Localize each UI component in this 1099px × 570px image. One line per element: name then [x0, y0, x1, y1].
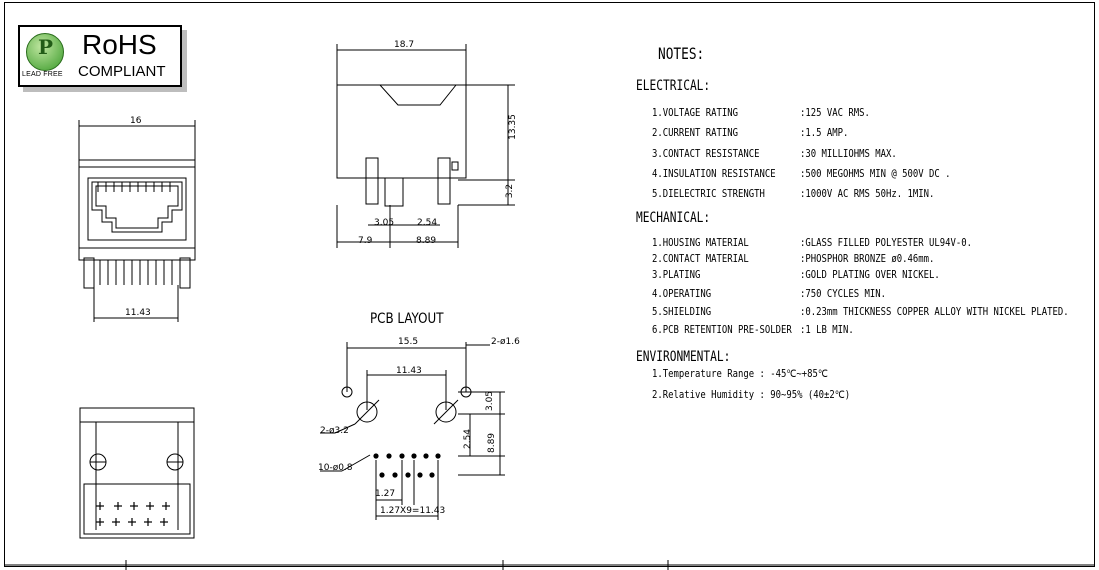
mechanical-value-3: :GOLD PLATING OVER NICKEL. [800, 269, 940, 281]
electrical-heading: ELECTRICAL: [636, 78, 711, 94]
dim-pcb-hole-0-8: 10-ø0.8 [318, 463, 353, 473]
front-view [78, 120, 196, 322]
mechanical-value-4: :750 CYCLES MIN. [800, 288, 886, 300]
dim-side-height: 13.35 [507, 114, 518, 140]
mechanical-heading: MECHANICAL: [636, 210, 711, 226]
dim-pcb-3-05: 3.05 [485, 390, 496, 412]
dim-side-7-9: 7.9 [358, 236, 373, 246]
environmental-heading: ENVIRONMENTAL: [636, 349, 731, 365]
dim-pcb-2-54: 2.54 [463, 428, 474, 450]
mechanical-label-1: 1.HOUSING MATERIAL [652, 237, 749, 249]
dim-side-8-89: 8.89 [416, 236, 437, 246]
logo-letter: P [38, 35, 54, 59]
mechanical-label-6: 6.PCB RETENTION PRE-SOLDER [652, 324, 792, 336]
mechanical-label-2: 2.CONTACT MATERIAL [652, 253, 749, 265]
mechanical-label-5: 5.SHIELDING [652, 306, 712, 318]
dim-pcb-hole-1-6: 2-ø1.6 [491, 337, 520, 347]
lead-free-logo-icon [26, 33, 64, 71]
mechanical-value-6: :1 LB MIN. [800, 324, 854, 336]
dim-side-width: 18.7 [394, 40, 415, 50]
dim-pcb-1-27: 1.27 [375, 489, 396, 499]
electrical-value-4: :500 MEGOHMS MIN @ 500V DC . [800, 168, 951, 180]
electrical-label-2: 2.CURRENT RATING [652, 127, 738, 139]
electrical-value-5: :1000V AC RMS 50Hz. 1MIN. [800, 188, 935, 200]
electrical-label-5: 5.DIELECTRIC STRENGTH [652, 188, 765, 200]
rohs-title: RoHS [82, 29, 157, 60]
dim-front-width: 16 [130, 116, 142, 126]
electrical-label-3: 3.CONTACT RESISTANCE [652, 148, 760, 160]
electrical-value-1: :125 VAC RMS. [800, 107, 870, 119]
dim-side-pin-length: 3.2 [505, 183, 516, 199]
dim-pcb-15-5: 15.5 [398, 337, 419, 347]
mechanical-value-5: :0.23mm THICKNESS COPPER ALLOY WITH NICK… [800, 306, 1069, 318]
dim-pcb-8-89: 8.89 [487, 432, 498, 454]
rohs-badge: P LEAD FREE RoHS COMPLIANT [18, 25, 182, 87]
side-view [336, 44, 515, 248]
environmental-item-2: 2.Relative Humidity : 90~95% (40±2℃) [652, 389, 851, 401]
dim-pcb-11-43: 11.43 [396, 366, 422, 376]
mechanical-label-3: 3.PLATING [652, 269, 701, 281]
pcb-pin-holes [373, 453, 441, 478]
electrical-value-2: :1.5 AMP. [800, 127, 849, 139]
electrical-label-4: 4.INSULATION RESISTANCE [652, 168, 776, 180]
pcb-layout-title: PCB LAYOUT [370, 311, 444, 327]
dim-pcb-pitch: 1.27X9=11.43 [380, 506, 446, 516]
electrical-value-3: :30 MILLIOHMS MAX. [800, 148, 897, 160]
dim-front-pin-span: 11.43 [125, 308, 151, 318]
environmental-item-1: 1.Temperature Range : -45℃~+85℃ [652, 368, 828, 380]
dim-side-3-05: 3.05 [374, 218, 395, 228]
electrical-label-1: 1.VOLTAGE RATING [652, 107, 738, 119]
rohs-subtitle: COMPLIANT [78, 63, 166, 80]
pcb-layout [320, 342, 505, 520]
mechanical-label-4: 4.OPERATING [652, 288, 712, 300]
dim-pcb-hole-3-2: 2-ø3.2 [320, 426, 349, 436]
drawing-sheet [4, 2, 1095, 567]
notes-title: NOTES: [658, 44, 705, 63]
lead-free-text: LEAD FREE [22, 71, 63, 78]
bottom-view-pins [96, 502, 170, 526]
bottom-view [79, 407, 195, 539]
mechanical-value-2: :PHOSPHOR BRONZE ø0.46mm. [800, 253, 935, 265]
mechanical-value-1: :GLASS FILLED POLYESTER UL94V-0. [800, 237, 972, 249]
dim-side-2-54: 2.54 [417, 218, 438, 228]
